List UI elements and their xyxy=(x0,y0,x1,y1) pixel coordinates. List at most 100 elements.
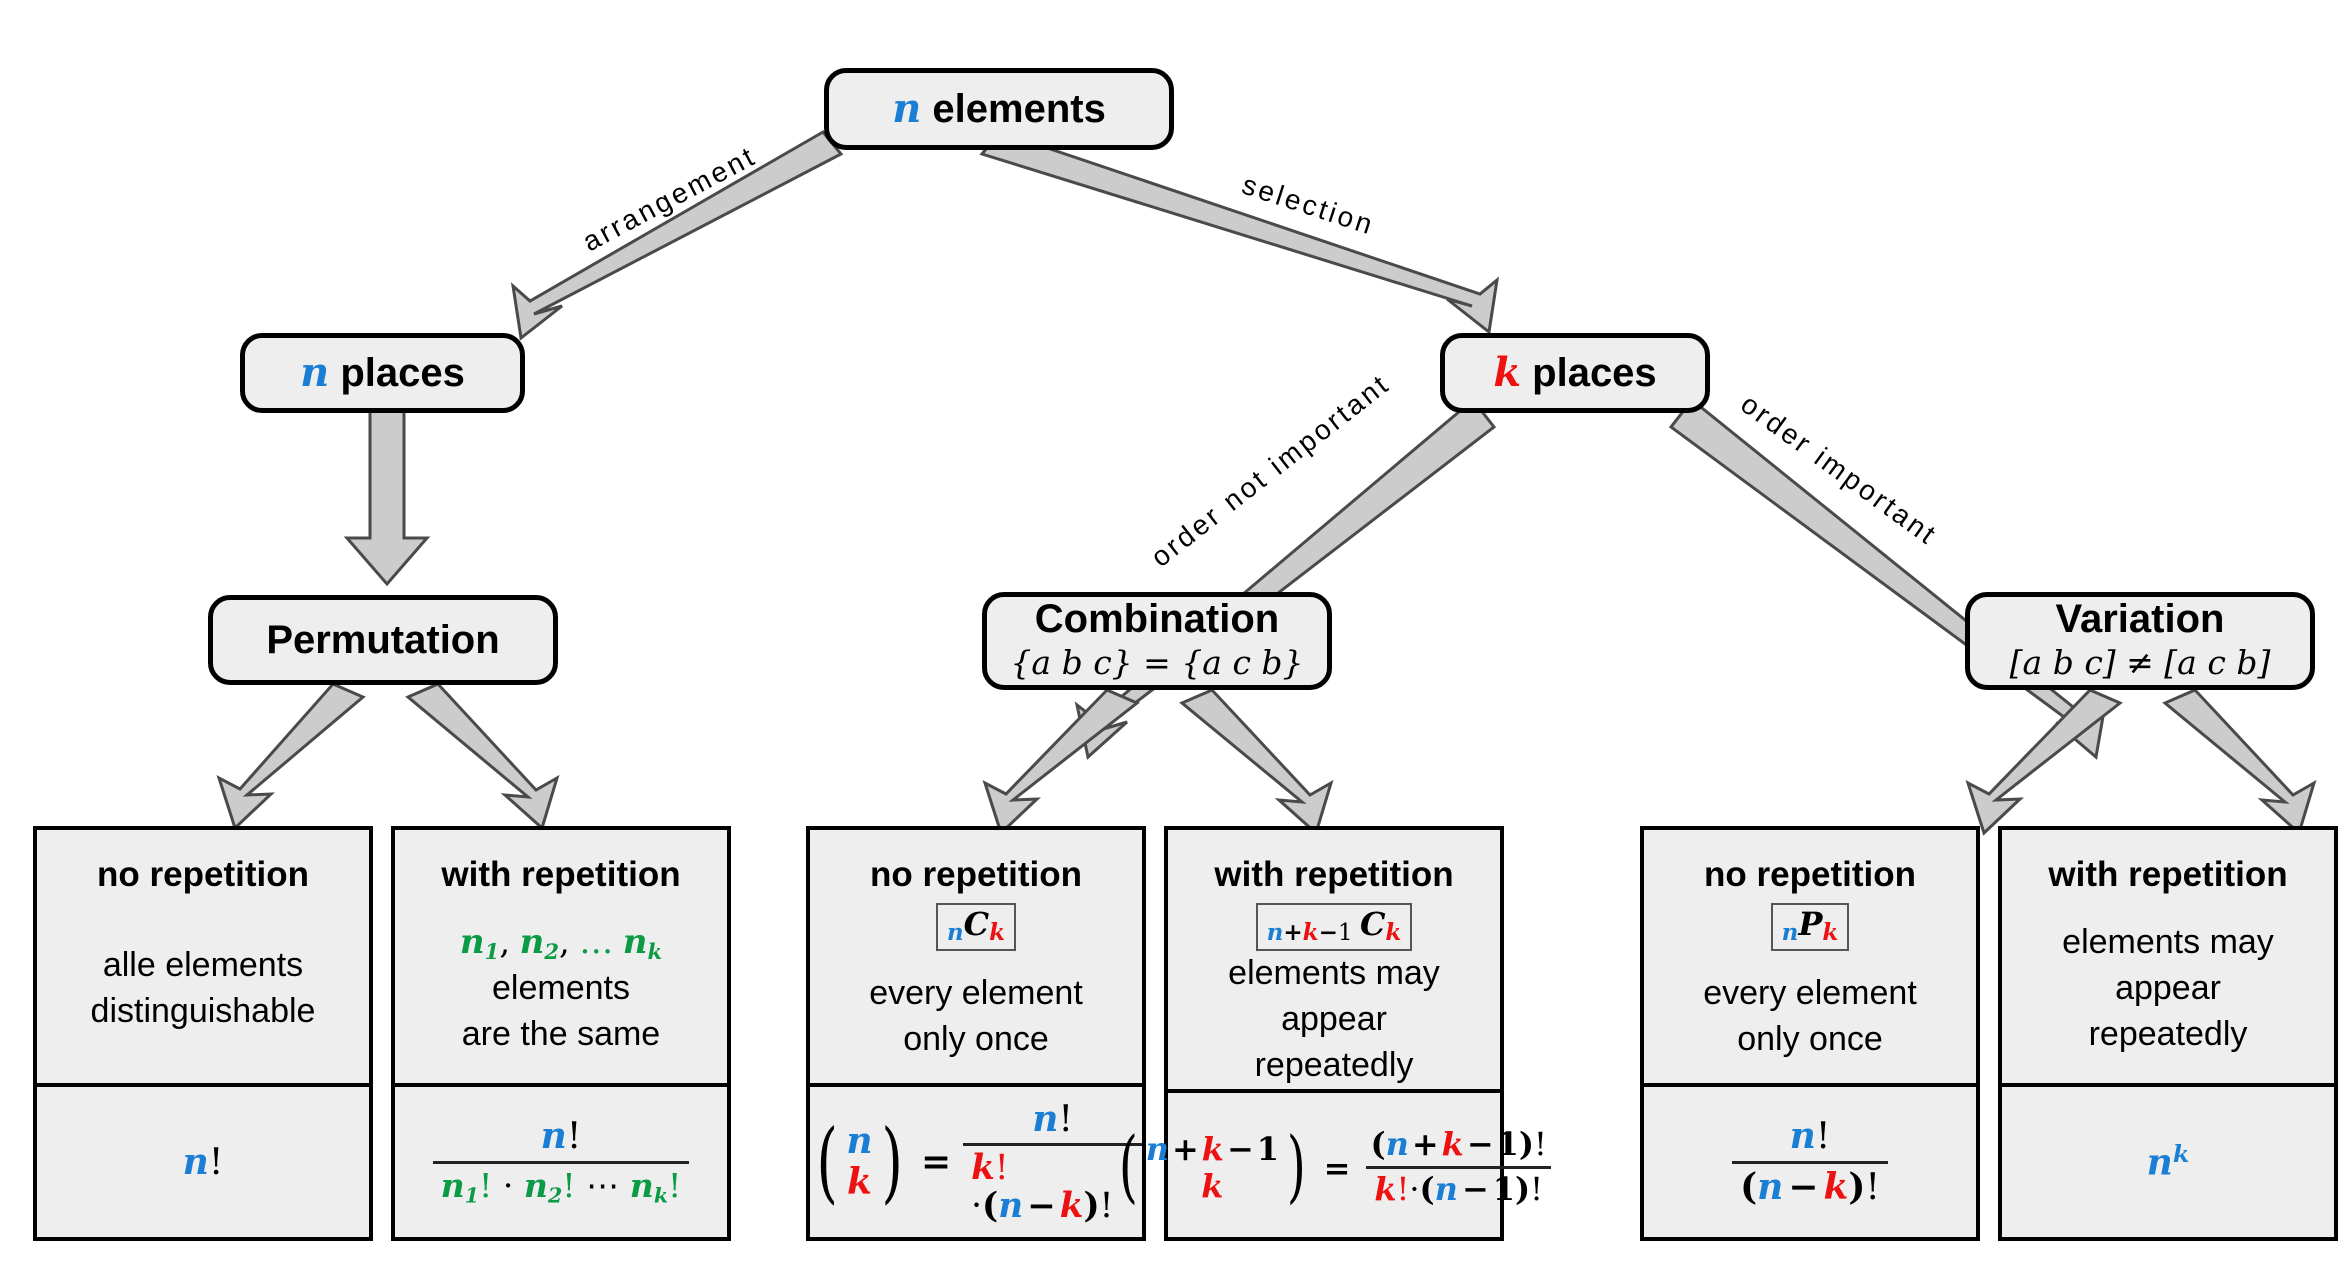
node-variation-title: Variation xyxy=(2055,597,2225,642)
node-k-places[interactable]: k places xyxy=(1440,333,1710,413)
leaf-formula: nk xyxy=(2002,1083,2334,1237)
node-combination[interactable]: Combination {a b c} = {a c b} xyxy=(982,592,1332,690)
leaf-formula: ( n+k−1 k ) = (n+k−1)! k!·(n−1)! xyxy=(1119,1088,1552,1243)
symbol-ellipsis: … xyxy=(579,921,614,962)
leaf-formula: n! xyxy=(37,1083,369,1237)
leaf-description: alle elements distinguishable xyxy=(83,943,324,1035)
arrow-combination-to-no-repetition xyxy=(982,688,1140,836)
leaf-heading: with repetition xyxy=(2048,855,2288,894)
symbol-plus: + xyxy=(1283,918,1303,946)
symbol-n: n xyxy=(1781,918,1799,946)
leaf-description-line: alle elements xyxy=(102,945,304,984)
leaf-description-line: n1, n2, … nk elements xyxy=(459,921,663,1008)
edge-label-arrangement: arrangement xyxy=(577,140,761,258)
symbol-n: n xyxy=(1266,918,1284,946)
leaf-heading: with repetition xyxy=(441,855,681,894)
symbol-n: n xyxy=(946,918,964,946)
symbol-n2: n2 xyxy=(519,921,559,964)
arrow-permutation-to-no-repetition xyxy=(216,682,366,831)
leaf-body: no repetition nCk every element only onc… xyxy=(810,830,1142,1083)
symbol-nplusk-minus1-C-k-box: n+k−1 Ck xyxy=(1255,902,1413,952)
symbol-n: n xyxy=(892,85,922,132)
symbol-minus: − xyxy=(1318,918,1338,946)
symbol-C: C xyxy=(963,904,990,943)
symbol-nPk-box: nPk xyxy=(1770,902,1850,952)
leaf-description: every element only once xyxy=(1695,971,1925,1063)
symbol-n: n xyxy=(2146,1141,2173,1184)
leaf-heading: no repetition xyxy=(1704,855,1916,894)
symbol-nk: nk xyxy=(622,921,663,964)
leaf-description-line: only once xyxy=(903,1020,1049,1059)
leaf-description: elements may appear repeatedly xyxy=(1168,951,1500,1089)
leaf-description: elements may appear repeatedly xyxy=(2002,920,2334,1058)
binomial-nplusk-minus1-k: ( n+k−1 k ) xyxy=(1118,1121,1306,1213)
leaf-description-line: repeatedly xyxy=(1254,1045,1414,1084)
node-combination-title: Combination xyxy=(1034,597,1280,642)
symbol-k: k xyxy=(1822,918,1839,946)
symbol-one: 1 xyxy=(1337,919,1353,946)
arrow-root-to-n-places xyxy=(510,130,844,341)
edge-label-arrangement-text: arrangement xyxy=(577,139,762,258)
symbol-k: k xyxy=(2172,1140,2190,1169)
symbol-k: k xyxy=(1302,918,1319,946)
arrow-root-to-k-places xyxy=(979,130,1500,335)
node-k-places-label: places xyxy=(1521,351,1657,395)
node-k-places-title: k places xyxy=(1493,351,1657,395)
binomial-n-k: ( n k ) xyxy=(816,1110,903,1214)
node-n-elements[interactable]: n elements xyxy=(824,68,1174,150)
leaf-permutation-no-repetition[interactable]: no repetition alle elements distinguisha… xyxy=(33,826,373,1241)
leaf-heading: no repetition xyxy=(97,855,309,894)
leaf-heading: with repetition xyxy=(1214,855,1454,894)
edge-label-order-not-important-text: order not important xyxy=(1145,367,1396,573)
leaf-description-line: elements may appear xyxy=(1228,954,1440,1038)
node-n-elements-label: elements xyxy=(921,87,1106,131)
node-permutation[interactable]: Permutation xyxy=(208,595,558,685)
node-n-places-label: places xyxy=(329,351,465,395)
leaf-description-line: distinguishable xyxy=(90,991,316,1030)
edge-label-order-important: order important xyxy=(1735,388,1944,552)
leaf-body: with repetition elements may appear repe… xyxy=(2002,830,2334,1083)
arrow-permutation-to-with-repetition xyxy=(405,682,560,831)
symbol-n1: n1 xyxy=(459,921,500,964)
node-n-elements-title: n elements xyxy=(892,85,1106,132)
word-elements: elements xyxy=(492,969,630,1008)
leaf-description: every element only once xyxy=(861,971,1091,1063)
leaf-description-line: are the same xyxy=(461,1014,661,1053)
node-n-places[interactable]: n places xyxy=(240,333,525,413)
leaf-body: no repetition nPk every element only onc… xyxy=(1644,830,1976,1083)
leaf-description-line: every element xyxy=(1703,974,1917,1013)
leaf-heading: no repetition xyxy=(870,855,1082,894)
leaf-formula: ( n k ) = n! k!·(n−k)! xyxy=(810,1083,1142,1237)
arrow-combination-to-with-repetition xyxy=(1179,688,1334,836)
leaf-permutation-with-repetition[interactable]: with repetition n1, n2, … nk elements ar… xyxy=(391,826,731,1241)
node-permutation-title: Permutation xyxy=(266,618,500,662)
symbol-equals: = xyxy=(921,1141,952,1183)
leaf-formula: n! (n−k)! xyxy=(1644,1083,1976,1237)
leaf-formula: n! n1! · n2! ⋯ nk! xyxy=(395,1083,727,1237)
leaf-body: with repetition n+k−1 Ck elements may ap… xyxy=(1168,830,1500,1089)
edge-label-selection-text: selection xyxy=(1238,168,1379,241)
leaf-body: with repetition n1, n2, … nk elements ar… xyxy=(395,830,727,1083)
arrow-variation-to-with-repetition xyxy=(2162,688,2317,836)
symbol-equals: = xyxy=(1323,1148,1351,1187)
arrow-k-places-to-variation xyxy=(1668,397,2108,760)
node-variation[interactable]: Variation [a b c] ≠ [a c b] xyxy=(1965,592,2315,690)
edge-label-order-important-text: order important xyxy=(1735,388,1944,552)
leaf-variation-no-repetition[interactable]: no repetition nPk every element only onc… xyxy=(1640,826,1980,1241)
leaf-description-line: elements may appear xyxy=(2062,922,2274,1007)
edge-label-order-not-important: order not important xyxy=(1145,368,1396,574)
leaf-description-line: only once xyxy=(1737,1020,1883,1059)
node-combination-subtitle: {a b c} = {a c b} xyxy=(1010,643,1304,683)
leaf-description-line: repeatedly xyxy=(2088,1014,2248,1053)
symbol-n: n xyxy=(300,349,330,396)
leaf-variation-with-repetition[interactable]: with repetition elements may appear repe… xyxy=(1998,826,2338,1241)
symbol-factorial: ! xyxy=(208,1142,224,1183)
symbol-P: P xyxy=(1798,904,1823,943)
symbol-k: k xyxy=(1385,918,1402,946)
leaf-description-line: every element xyxy=(869,974,1083,1013)
leaf-combination-with-repetition[interactable]: with repetition n+k−1 Ck elements may ap… xyxy=(1119,826,1552,1243)
edge-label-selection: selection xyxy=(1238,168,1379,242)
leaf-combination-no-repetition[interactable]: no repetition nCk every element only onc… xyxy=(806,826,1146,1241)
node-n-places-title: n places xyxy=(300,349,465,396)
